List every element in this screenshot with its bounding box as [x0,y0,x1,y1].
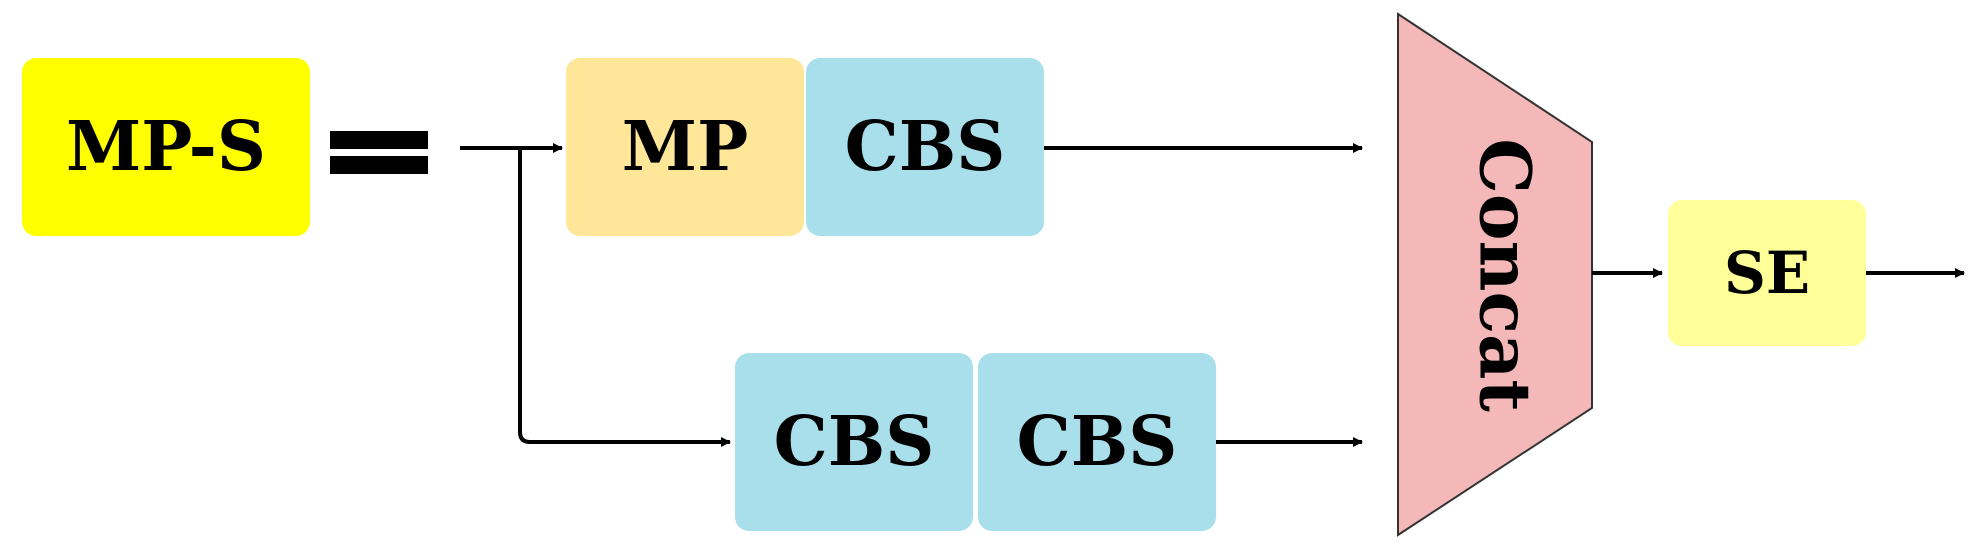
cbs-bottom-block-1: CBS [735,353,973,531]
concat-label: Concat [1463,138,1547,412]
cbs-bottom-2-label: CBS [1016,402,1178,482]
concat-block [1397,12,1593,537]
mp-block: MP [566,58,804,236]
cbs-bottom-1-label: CBS [773,402,935,482]
equals-bar-top [330,131,428,149]
mps-label: MP-S [65,107,266,187]
cbs-bottom-block-2: CBS [978,353,1216,531]
mp-label: MP [621,107,749,187]
cbs-top-label: CBS [844,107,1006,187]
se-block: SE [1668,200,1866,346]
branch-down-wire [518,148,731,447]
cbs-top-block: CBS [806,58,1044,236]
equals-bar-bottom [330,156,428,174]
se-label: SE [1723,239,1811,307]
mps-block: MP-S [22,58,310,236]
